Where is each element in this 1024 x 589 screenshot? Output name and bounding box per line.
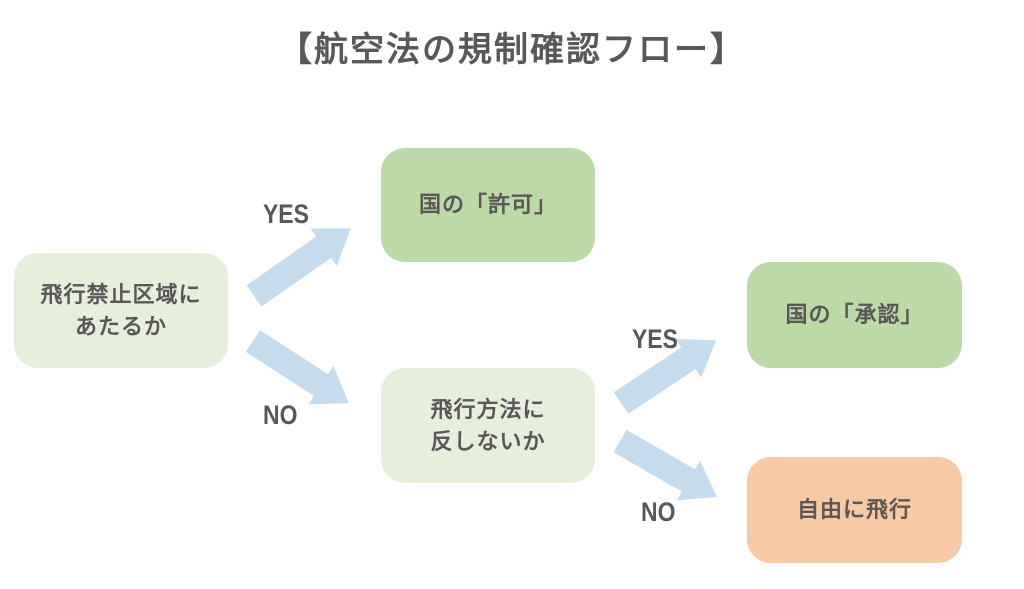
arrow-down-right-icon xyxy=(245,330,349,405)
edge-label-start-yes: YES xyxy=(263,199,309,229)
node-free-flight: 自由に飛行 xyxy=(747,457,962,563)
node-national-permission-label: 国の「許可」 xyxy=(418,192,557,218)
node-flight-prohibited-area-label: 飛行禁止区域に あたるか xyxy=(40,281,202,339)
page-title: 【航空法の規制確認フロー】 xyxy=(278,31,746,69)
node-free-flight-label: 自由に飛行 xyxy=(796,497,912,523)
node-national-permission: 国の「許可」 xyxy=(381,148,595,262)
edge-label-method-yes: YES xyxy=(632,324,678,354)
node-flight-method-check: 飛行方法に 反しないか xyxy=(381,368,595,483)
node-national-approval: 国の「承認」 xyxy=(747,262,962,368)
edge-label-start-no: NO xyxy=(263,400,298,430)
node-flight-method-check-label: 飛行方法に 反しないか xyxy=(430,396,546,454)
node-flight-prohibited-area: 飛行禁止区域に あたるか xyxy=(14,253,228,368)
edge-label-method-no: NO xyxy=(641,497,676,527)
node-national-approval-label: 国の「承認」 xyxy=(785,302,924,328)
